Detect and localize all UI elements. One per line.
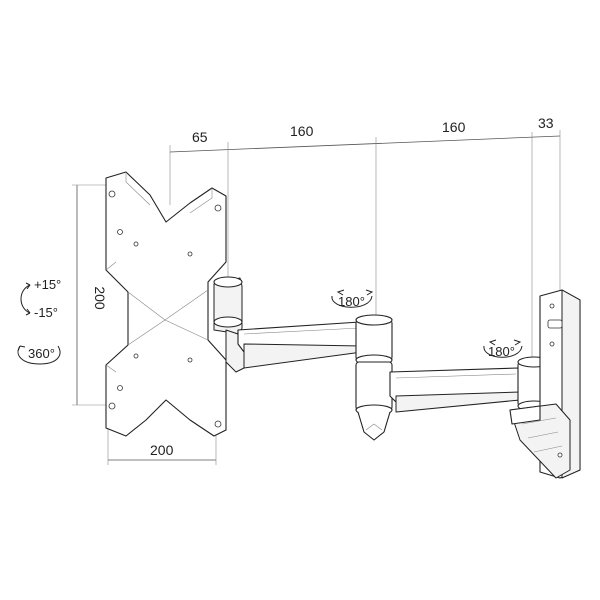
tilt-down-label: -15°	[34, 305, 58, 320]
tilt-up-label: +15°	[34, 277, 61, 292]
bottom-dimension: 200	[107, 410, 217, 465]
swivel-wall-arc-icon	[483, 345, 523, 358]
vertical-dimension: 200	[72, 184, 108, 406]
second-arm	[389, 367, 529, 413]
rotate-360-label: 360°	[28, 346, 55, 361]
vesa-plate	[105, 171, 227, 437]
swivel-mid-indicator: 180°	[331, 289, 374, 309]
swivel-mid-label: 180°	[338, 294, 365, 309]
wall-bracket	[509, 289, 581, 479]
dim-33-label: 33	[538, 115, 554, 131]
tilt-arc-icon	[20, 284, 31, 314]
top-dimension-chain: 65 160 160 33	[169, 115, 561, 365]
first-arm	[237, 321, 373, 369]
rotate-arc-icon	[17, 345, 61, 365]
dim-65-label: 65	[192, 129, 208, 145]
swivel-wall-label: 180°	[488, 344, 515, 359]
rotation-360-indicator: 360°	[17, 345, 61, 365]
swivel-mid-arc-icon	[331, 295, 373, 308]
dim-160-first-label: 160	[290, 123, 314, 139]
dim-200-vertical-label: 200	[92, 286, 108, 310]
swivel-wall-indicator: 180°	[483, 339, 523, 359]
tilt-indicator: +15° -15°	[20, 277, 61, 320]
middle-joint	[355, 314, 393, 441]
dim-200-horizontal-label: 200	[150, 442, 174, 458]
dim-160-second-label: 160	[442, 119, 466, 135]
